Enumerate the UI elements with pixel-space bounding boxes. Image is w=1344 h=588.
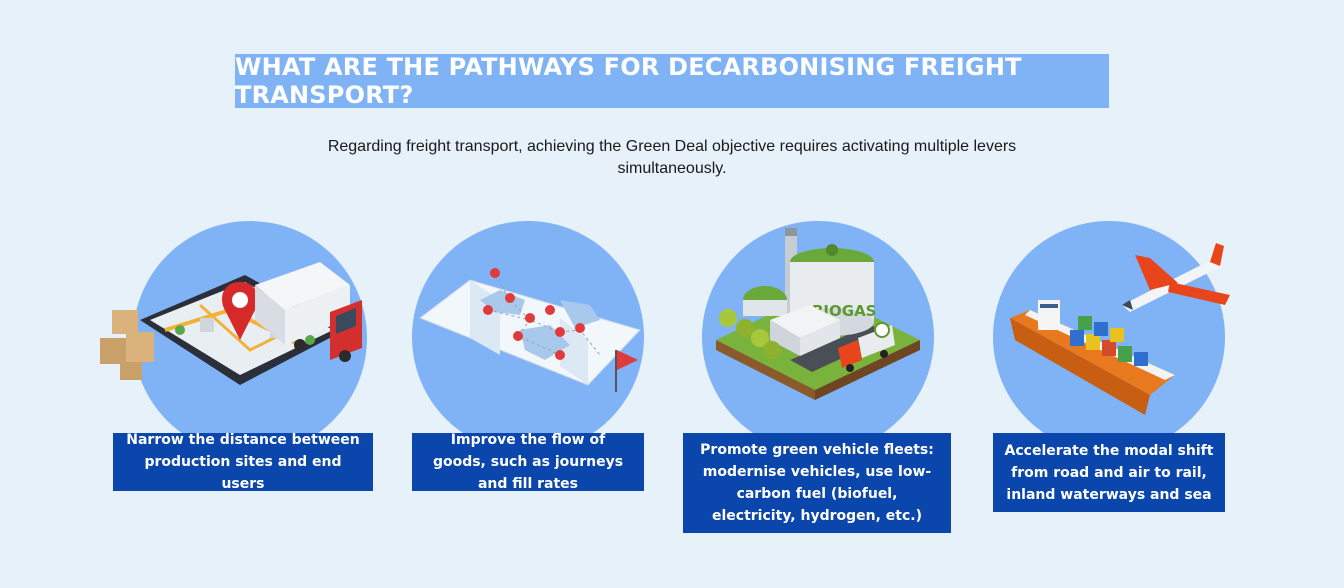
pathway-label-4: Accelerate the modal shift from road and…	[993, 433, 1225, 512]
pathway-label-1: Narrow the distance between production s…	[113, 432, 373, 492]
page-subtitle: Regarding freight transport, achieving t…	[327, 138, 1017, 177]
pathway-circle-4	[993, 221, 1225, 453]
title-banner: WHAT ARE THE PATHWAYS FOR DECARBONISING …	[235, 53, 1109, 109]
pathway-circle-3	[702, 221, 934, 453]
pathway-circle-2	[412, 221, 644, 453]
pathway-label-2: Improve the flow of goods, such as journ…	[412, 432, 644, 492]
pathway-circle-1	[133, 221, 367, 455]
page-title: WHAT ARE THE PATHWAYS FOR DECARBONISING …	[235, 53, 1022, 109]
pathway-label-3: Promote green vehicle fleets: modernise …	[683, 433, 951, 533]
